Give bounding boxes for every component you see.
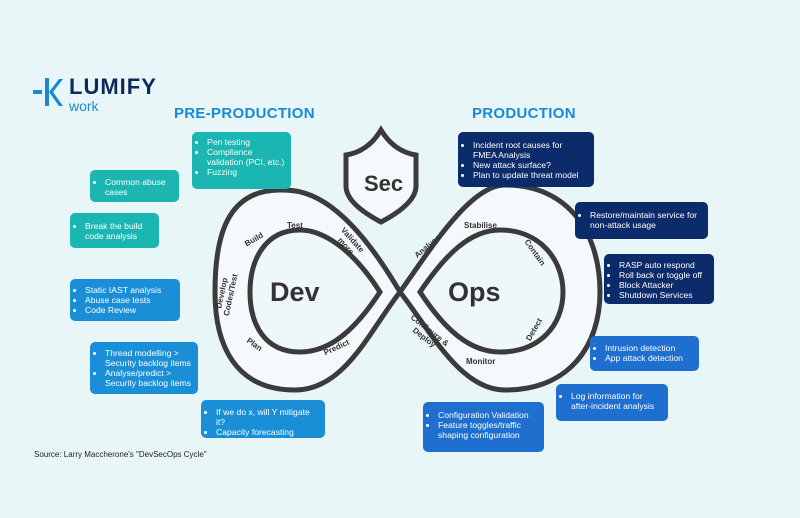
logo-name: LUMIFY — [69, 74, 157, 99]
production-heading: PRODUCTION — [472, 105, 576, 122]
restore-item: Restore/maintain service for non-attack … — [590, 210, 702, 230]
threat-modelling-box: Thread modelling > Security backlog item… — [90, 342, 198, 394]
log-item: Log information for after-incident analy… — [571, 391, 662, 411]
stage-monitor: Monitor — [466, 357, 496, 366]
break-item: Break the build code analysis — [85, 221, 153, 241]
iast-item: Abuse case tests — [85, 295, 174, 305]
config-item: Configuration Validation — [438, 410, 538, 420]
restore-box: Restore/maintain service for non-attack … — [575, 202, 708, 239]
iast-box: Static IAST analysis Abuse case tests Co… — [70, 279, 180, 321]
threat-item: Thread modelling > Security backlog item… — [105, 348, 192, 368]
ops-inner-loop — [416, 227, 566, 355]
intrusion-item: App attack detection — [605, 353, 693, 363]
intrusion-item: Intrusion detection — [605, 343, 693, 353]
source-caption: Source: Larry Maccherone's "DevSecOps Cy… — [34, 450, 207, 459]
lumify-k-icon — [33, 78, 63, 106]
pentest-item: Pen testing — [207, 137, 285, 147]
intrusion-box: Intrusion detection App attack detection — [590, 336, 699, 371]
dev-inner-loop — [247, 227, 383, 355]
sec-label: Sec — [364, 171, 404, 196]
logo-sub: work — [69, 98, 99, 114]
threat-item: Analyse/predict > Security backlog items — [105, 368, 192, 388]
rasp-box: RASP auto respond Roll back or toggle of… — [604, 254, 714, 304]
break-build-box: Break the build code analysis — [70, 213, 159, 248]
config-item: Feature toggles/traffic shaping configur… — [438, 420, 538, 440]
log-box: Log information for after-incident analy… — [556, 384, 668, 421]
ifwe-item: If we do x, will Y mitigate it? — [216, 407, 319, 427]
abuse-cases-box: Common abuse cases — [90, 170, 179, 202]
pentest-item: Fuzzing — [207, 167, 285, 177]
abuse-item: Common abuse cases — [105, 177, 173, 197]
iast-item: Static IAST analysis — [85, 285, 174, 295]
incident-item: Plan to update threat model — [473, 170, 588, 180]
capacity-box: If we do x, will Y mitigate it? Capacity… — [201, 400, 325, 438]
ops-label: Ops — [448, 277, 501, 307]
stage-stabilise: Stabilise — [464, 221, 497, 230]
incident-item: Incident root causes for FMEA Analysis — [473, 140, 588, 160]
pre-production-heading: PRE-PRODUCTION — [174, 105, 315, 122]
incident-box: Incident root causes for FMEA Analysis N… — [458, 132, 594, 187]
incident-item: New attack surface? — [473, 160, 588, 170]
ifwe-item: Capacity forecasting — [216, 427, 319, 437]
rasp-item: Shutdown Services — [619, 290, 708, 300]
sec-shield-icon — [343, 125, 419, 225]
rasp-item: Roll back or toggle off — [619, 270, 708, 280]
dev-label: Dev — [270, 277, 320, 307]
iast-item: Code Review — [85, 305, 174, 315]
rasp-item: RASP auto respond — [619, 260, 708, 270]
pentest-item: Compliance validation (PCI, etc.) — [207, 147, 285, 167]
rasp-item: Block Attacker — [619, 280, 708, 290]
lumify-logo: LUMIFY work — [33, 76, 157, 113]
stage-test: Test — [287, 221, 303, 230]
config-validation-box: Configuration Validation Feature toggles… — [423, 402, 544, 452]
pentest-box: Pen testing Compliance validation (PCI, … — [192, 132, 291, 189]
